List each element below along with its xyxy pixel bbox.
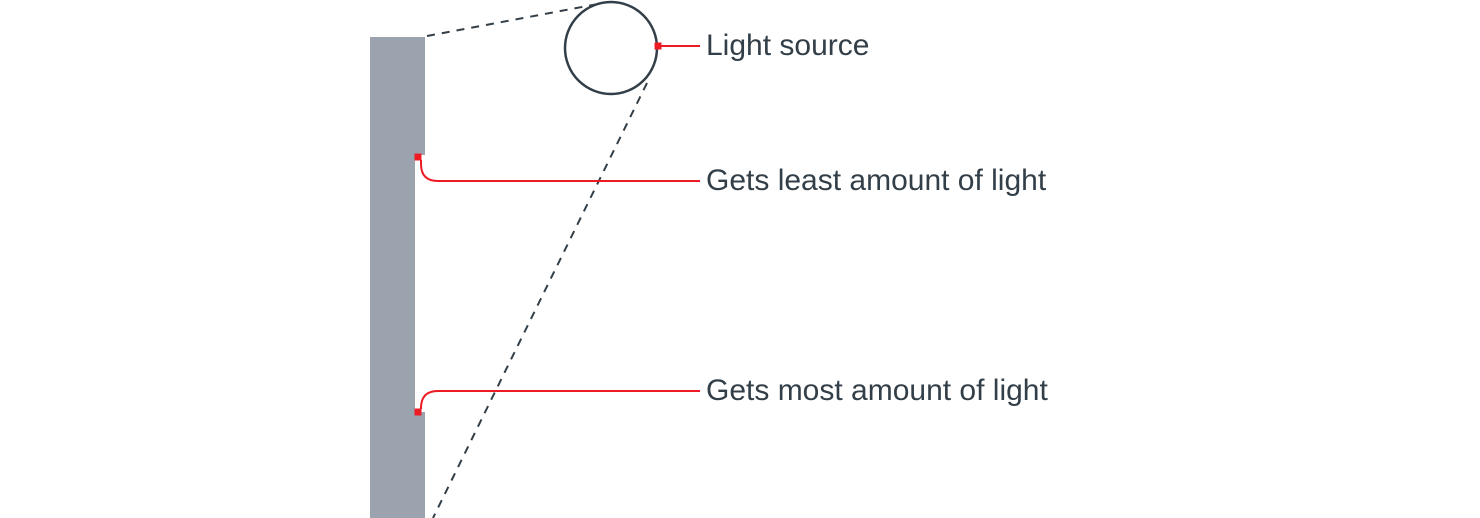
least-light-marker <box>414 153 422 161</box>
light-source-circle <box>563 0 659 96</box>
most-light-label: Gets most amount of light <box>706 374 1048 407</box>
wall-bar <box>370 37 425 518</box>
most-light-marker <box>414 408 422 416</box>
most-light-leader-line <box>420 390 700 409</box>
light-source-label: Light source <box>706 29 870 62</box>
least-light-label: Gets least amount of light <box>706 164 1047 197</box>
least-light-leader-line <box>420 160 700 182</box>
light-ray-lower-dashed <box>432 82 648 518</box>
light-source-marker <box>654 42 662 50</box>
